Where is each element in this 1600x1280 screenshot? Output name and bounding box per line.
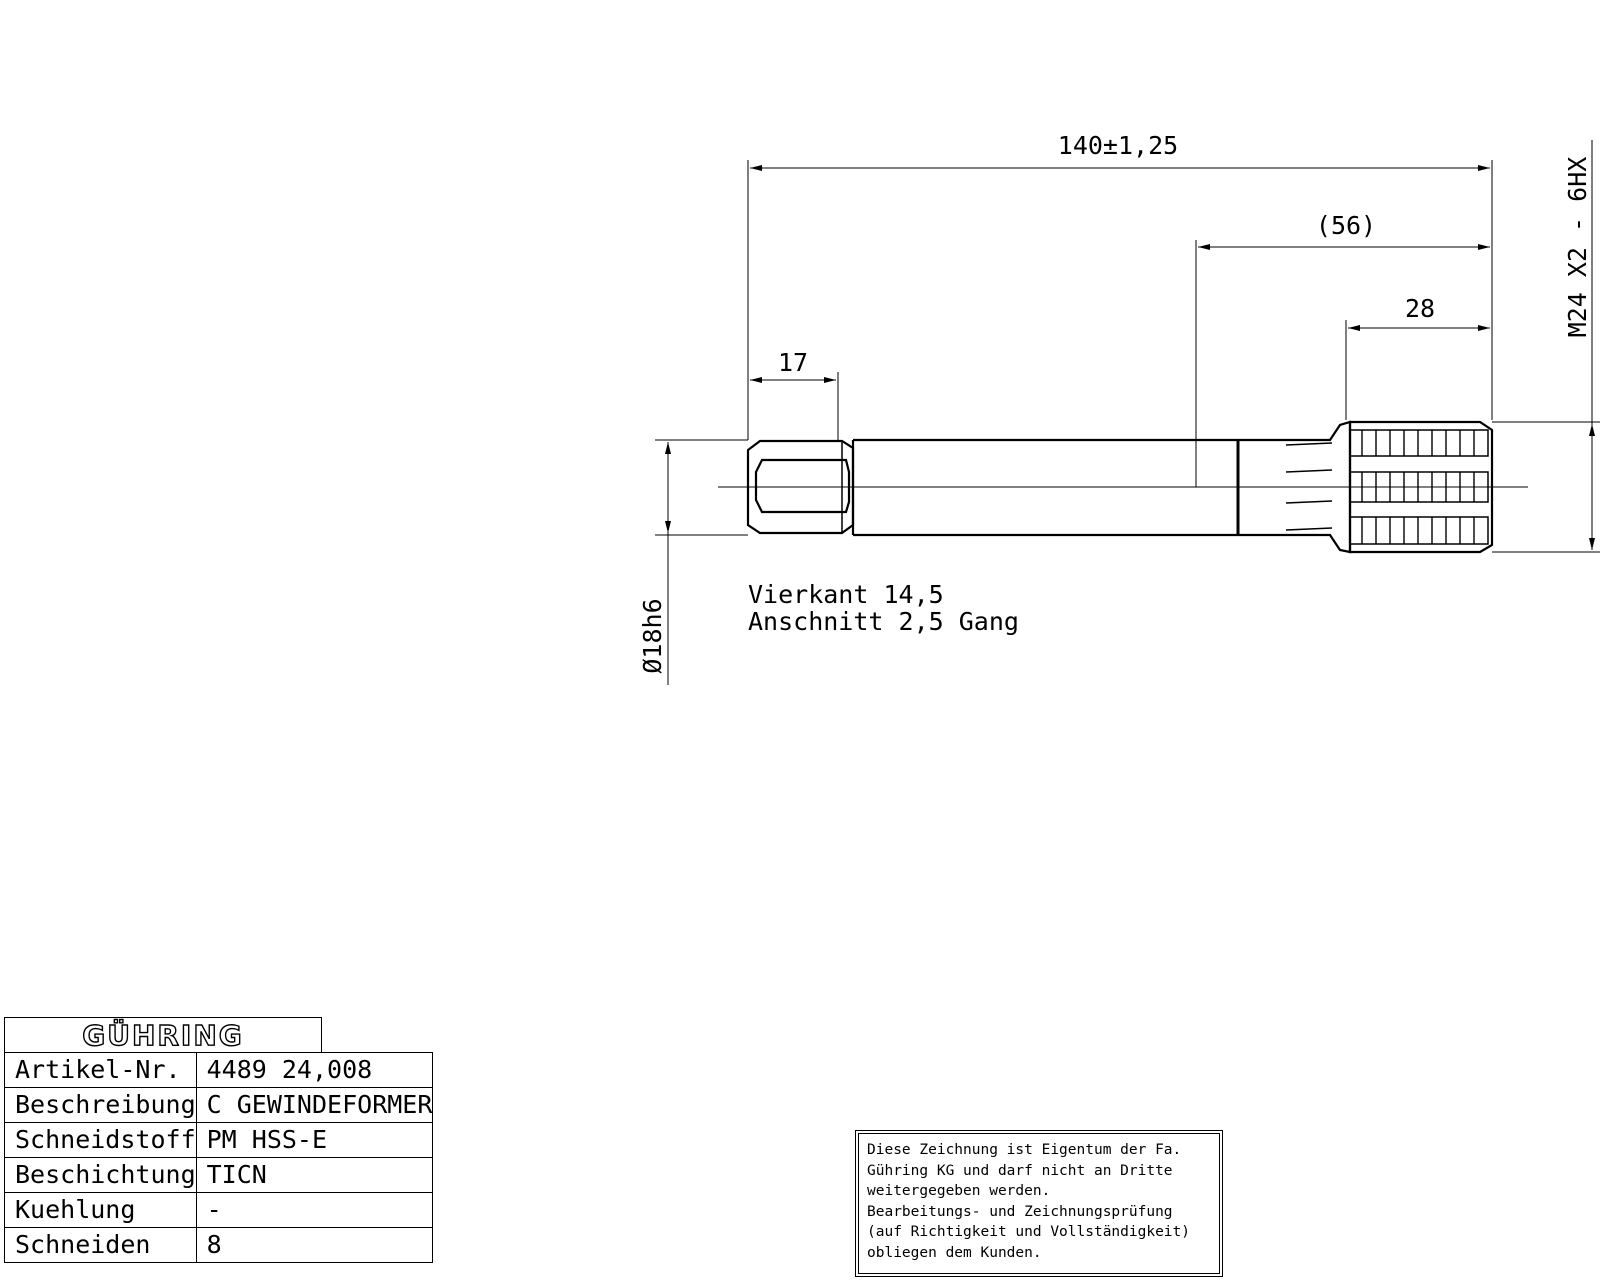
notice-line: Gühring KG und darf nicht an Dritte <box>867 1162 1173 1179</box>
table-row: Kuehlung - <box>4 1192 434 1228</box>
table-row: Schneiden 8 <box>4 1227 434 1263</box>
logo-cell: GÜHRING <box>4 1017 322 1053</box>
note-square: Vierkant 14,5 <box>748 580 944 609</box>
table-row: Beschreibung C GEWINDEFORMER <box>4 1087 434 1123</box>
properties-table: Artikel-Nr. 4489 24,008 Beschreibung C G… <box>4 1052 434 1263</box>
row-value: TICN <box>195 1157 434 1193</box>
row-key: Beschreibung <box>4 1087 197 1123</box>
row-key: Artikel-Nr. <box>4 1052 197 1088</box>
dim-thread-length-ref: (56) <box>1316 211 1376 240</box>
notice-line: obliegen dem Kunden. <box>867 1244 1042 1261</box>
notice-line: (auf Richtigkeit und Vollständigkeit) <box>867 1224 1191 1240</box>
table-row: Artikel-Nr. 4489 24,008 <box>4 1052 434 1088</box>
row-value: PM HSS-E <box>195 1122 434 1158</box>
row-value: 4489 24,008 <box>195 1052 434 1088</box>
dimension-lines <box>665 140 1595 685</box>
dim-shank-diameter: Ø18h6 <box>638 598 667 673</box>
dim-thread-length: 28 <box>1405 294 1435 323</box>
row-key: Schneidstoff <box>4 1122 197 1158</box>
row-key: Kuehlung <box>4 1192 197 1228</box>
table-row: Schneidstoff PM HSS-E <box>4 1122 434 1158</box>
dim-thread-spec: M24 X2 - 6HX <box>1563 157 1592 338</box>
notice-line: Bearbeitungs- und Zeichnungsprüfung <box>867 1203 1173 1220</box>
square-flat <box>754 458 851 514</box>
thread-lines <box>1361 430 1475 544</box>
row-value: 8 <box>195 1227 434 1263</box>
extension-lines <box>655 160 1600 553</box>
notice-frame: Diese Zeichnung ist Eigentum der Fa. Güh… <box>858 1133 1220 1274</box>
row-value: - <box>195 1192 434 1228</box>
tool-outline <box>746 420 1494 554</box>
notice-line: weitergegeben werden. <box>867 1183 1051 1199</box>
row-key: Schneiden <box>4 1227 197 1263</box>
row-key: Beschichtung <box>4 1157 197 1193</box>
dim-square-length: 17 <box>778 348 808 377</box>
ownership-notice: Diese Zeichnung ist Eigentum der Fa. Güh… <box>855 1130 1223 1277</box>
row-value: C GEWINDEFORMER <box>195 1087 434 1123</box>
dim-overall-length: 140±1,25 <box>1058 131 1178 160</box>
thread-body <box>1348 420 1494 554</box>
table-row: Beschichtung TICN <box>4 1157 434 1193</box>
notice-line: Diese Zeichnung ist Eigentum der Fa. <box>867 1142 1182 1158</box>
note-chamfer: Anschnitt 2,5 Gang <box>748 607 1019 636</box>
guehring-logo: GÜHRING <box>82 1018 244 1052</box>
